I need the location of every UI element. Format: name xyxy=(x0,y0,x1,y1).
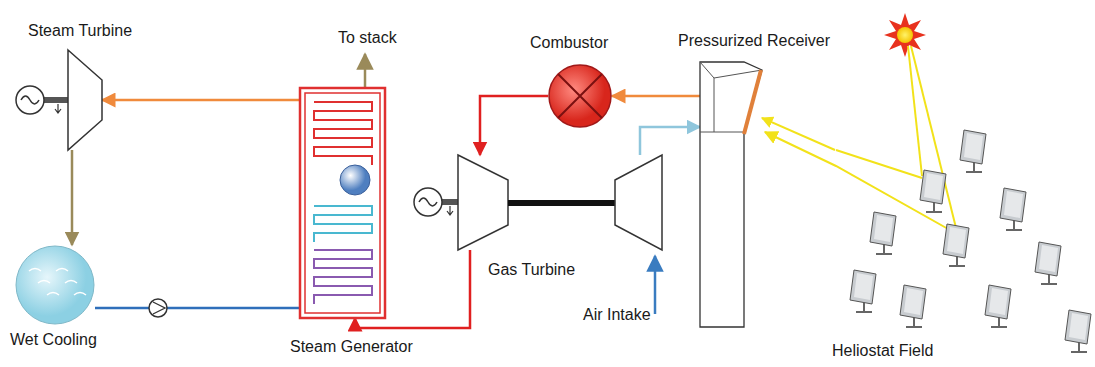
steam-turbine: Steam Turbine xyxy=(68,50,102,150)
node-label: Pressurized Receiver xyxy=(678,32,830,50)
cooling-texture xyxy=(56,269,68,272)
heliostat-mirror xyxy=(920,170,946,212)
heat-exchanger-coil xyxy=(314,206,372,242)
pump-symbol xyxy=(149,299,167,317)
node-label: Combustor xyxy=(530,34,608,52)
flow-connector xyxy=(480,96,548,155)
stack-arrow xyxy=(364,54,367,88)
node-label: Steam Turbine xyxy=(28,22,132,40)
gas-turbine: Gas Turbine xyxy=(458,155,662,250)
generator-casing xyxy=(305,93,380,313)
air-intake-arrow xyxy=(654,256,657,314)
heat-exchanger-coil xyxy=(314,102,372,165)
combustor-shape xyxy=(549,65,611,127)
cooling-tower-outline xyxy=(15,245,95,325)
gas-turbine-outline xyxy=(458,155,662,250)
flow-connector xyxy=(762,118,835,150)
cooling-texture xyxy=(74,293,86,296)
stack-label: To stack xyxy=(338,29,397,47)
heliostat-field: Heliostat Field xyxy=(835,120,1092,338)
heliostat-mirror xyxy=(870,212,896,254)
cooling-tower: Wet Cooling xyxy=(15,245,95,325)
receiver-shape xyxy=(700,62,762,327)
cooling-texture xyxy=(29,269,41,272)
steam-turbine-outline xyxy=(68,50,102,150)
receiver-aperture xyxy=(744,70,761,134)
shaft xyxy=(508,200,615,206)
heliostat-mirror xyxy=(1065,310,1091,352)
flow-connector xyxy=(71,150,74,245)
heliostat-mirror xyxy=(1035,242,1061,284)
combustor-outline xyxy=(548,64,612,128)
node-label: Gas Turbine xyxy=(488,261,575,279)
cooling-texture xyxy=(47,293,59,296)
turbine-shape xyxy=(458,155,508,250)
steam-drum xyxy=(340,165,370,195)
cooling-texture xyxy=(38,281,50,284)
combustor-cross xyxy=(558,74,601,117)
generator-symbol xyxy=(414,188,458,216)
heliostat-mirror xyxy=(850,270,876,312)
combustor: Combustor xyxy=(548,64,612,128)
steam-generator-outline xyxy=(300,88,385,318)
turbine-shape xyxy=(68,50,102,150)
cooling-texture xyxy=(65,281,77,284)
generator-casing xyxy=(300,88,385,318)
node-label: Heliostat Field xyxy=(832,342,933,360)
sun-ray xyxy=(765,46,957,234)
heliostat-field-outline xyxy=(835,120,1092,338)
generator-symbol xyxy=(16,86,68,114)
flow-connector xyxy=(612,95,700,98)
pressurized-receiver-outline xyxy=(700,62,762,327)
heliostat-mirror xyxy=(900,285,926,327)
heliostat-mirror xyxy=(960,130,986,172)
node-label: Wet Cooling xyxy=(10,331,97,349)
node-label: Steam Generator xyxy=(290,338,413,356)
heliostat-mirror xyxy=(1000,188,1026,230)
heliostat-mirror xyxy=(943,224,969,266)
flow-connector xyxy=(640,127,700,155)
compressor-shape xyxy=(615,155,662,250)
pressurized-receiver: Pressurized Receiver xyxy=(700,62,762,327)
steam-generator: Steam Generator xyxy=(300,88,385,318)
heliostat-mirror xyxy=(985,285,1011,327)
sun-symbol xyxy=(884,13,926,57)
flow-connector xyxy=(102,99,300,102)
flow-connector xyxy=(95,307,300,310)
heat-exchanger-coil xyxy=(314,250,372,304)
air-intake-label: Air Intake xyxy=(583,306,651,324)
cooling-shape xyxy=(16,246,94,324)
